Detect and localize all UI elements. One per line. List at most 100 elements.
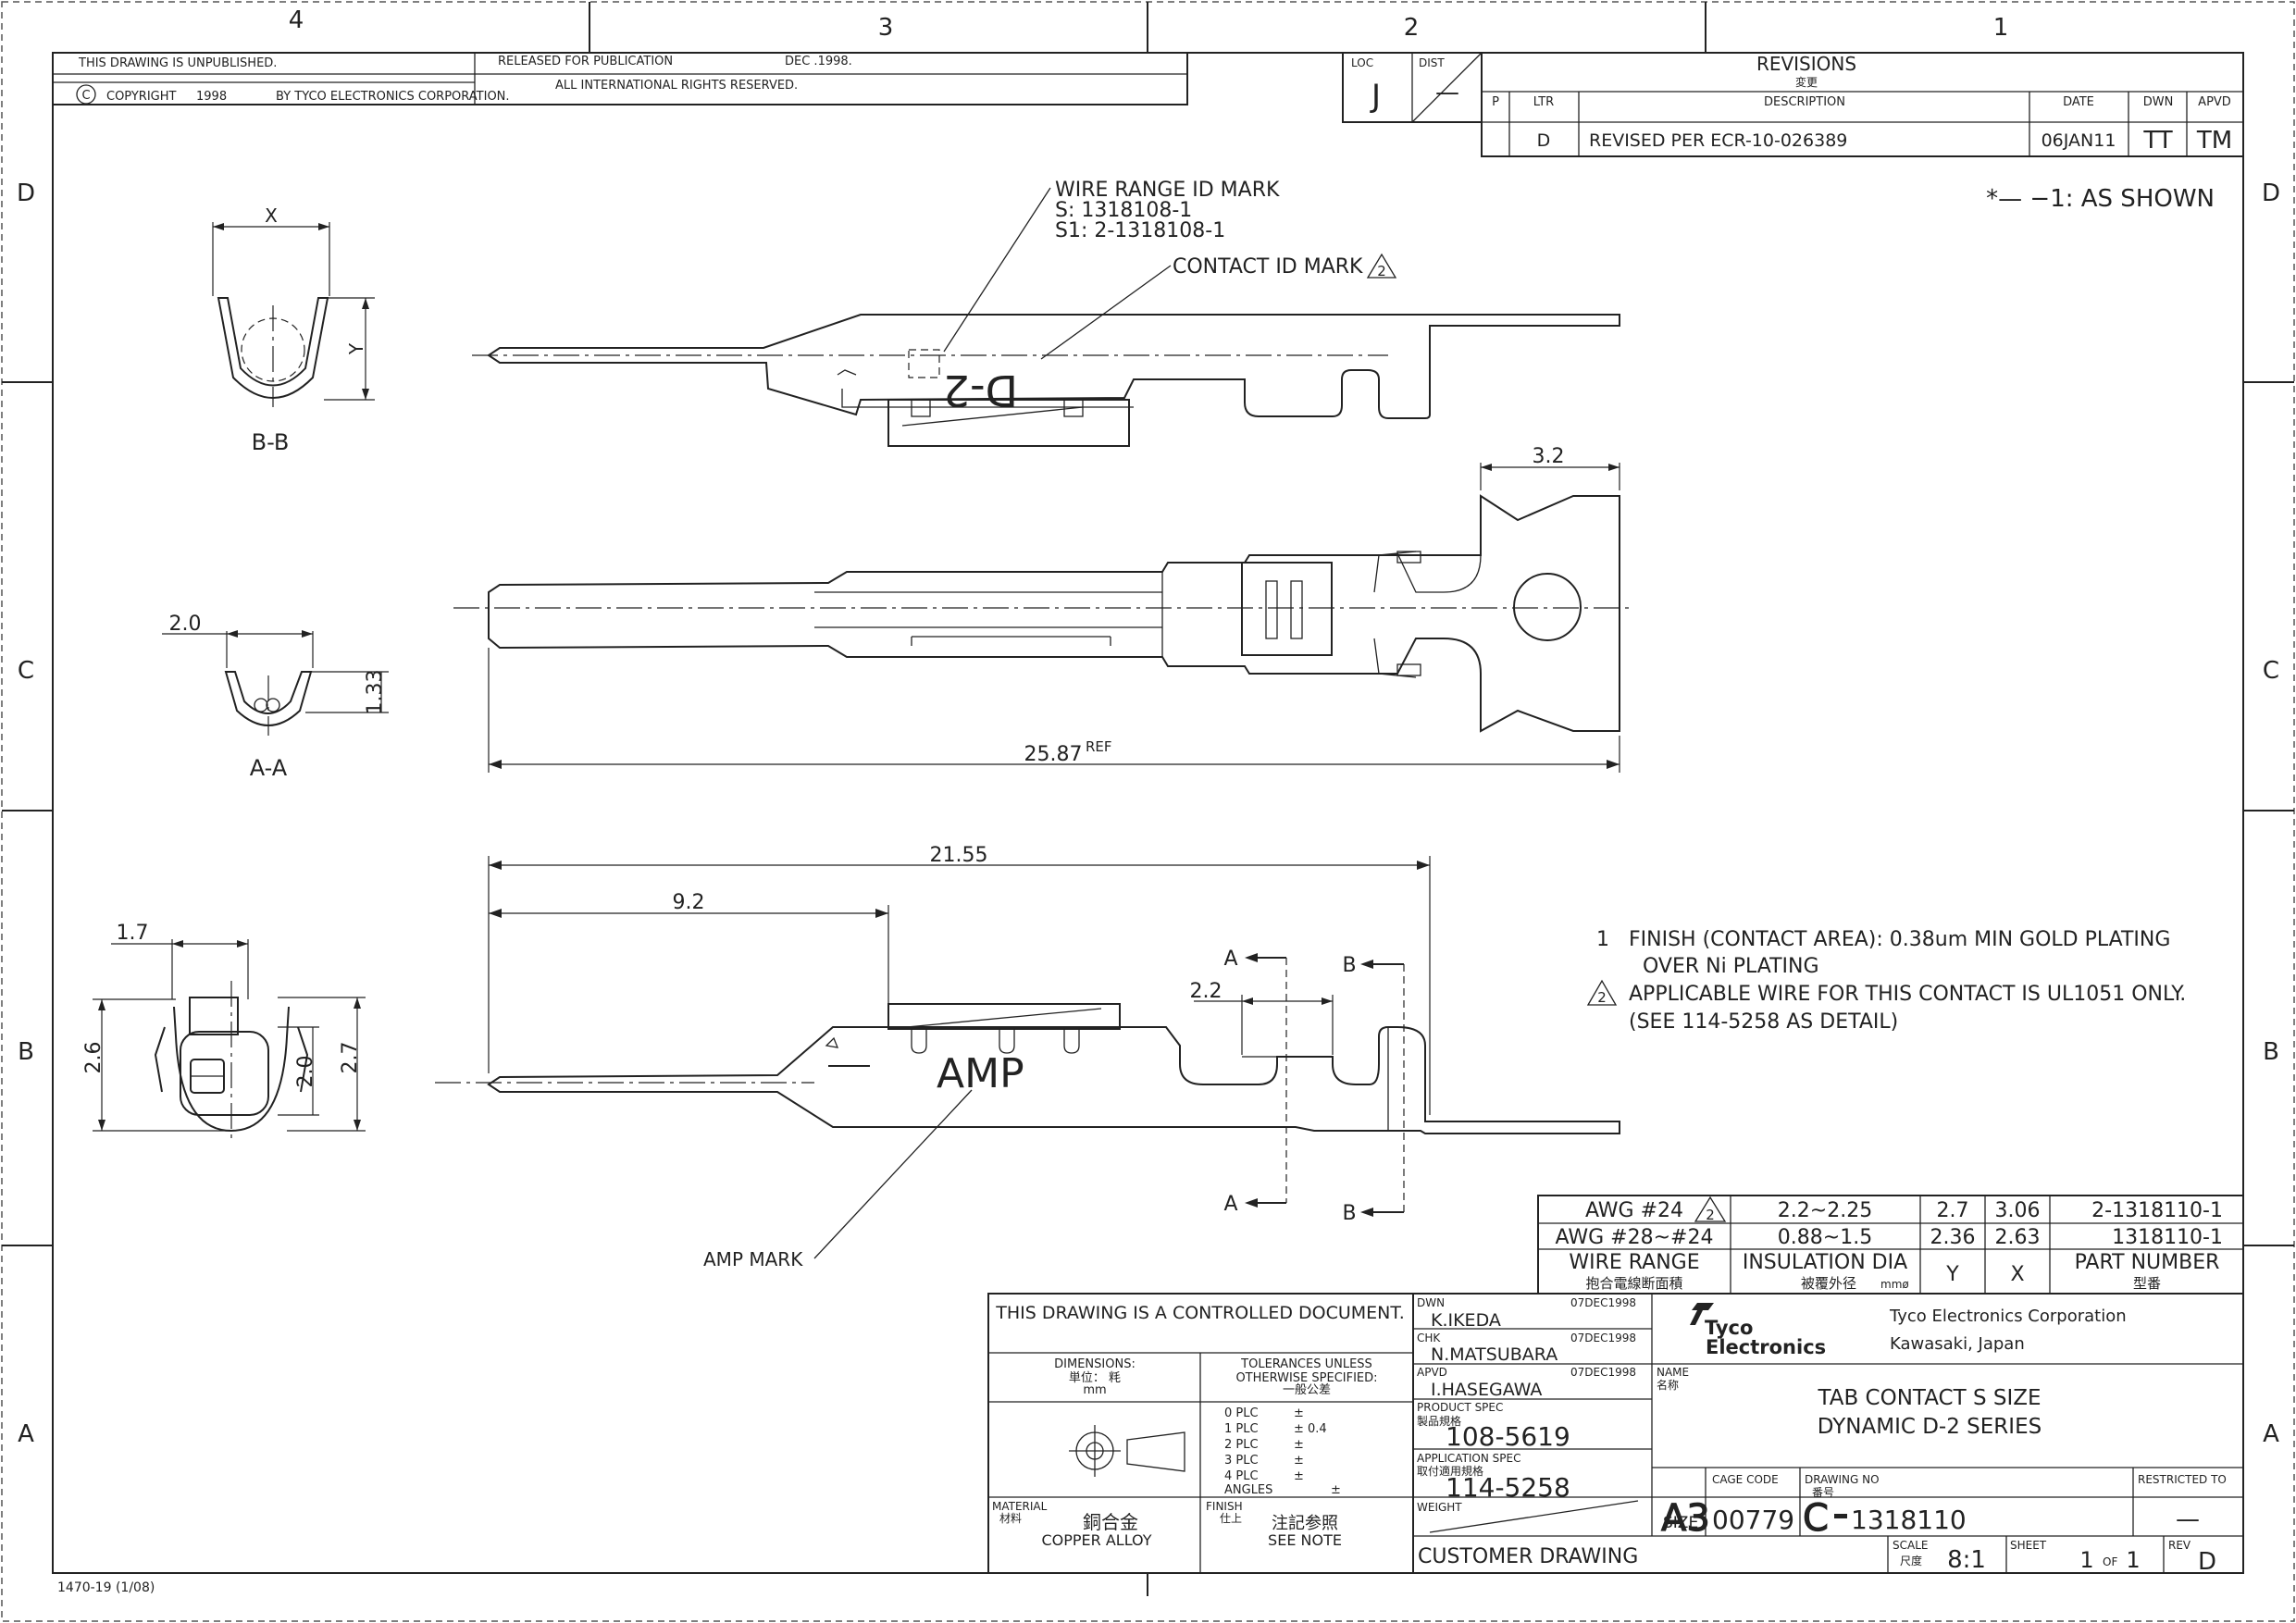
wire-row1-pn: 2-1318110-1 [2091, 1199, 2223, 1222]
revision-block: LOC J DIST — REVISIONS 変更 P LTR DESCRIPT… [1342, 52, 2244, 157]
note-2-flag: 2 [1597, 989, 1607, 1006]
tol-val-3: ± [1294, 1454, 1304, 1468]
of-label: OF [2103, 1555, 2117, 1568]
sheet-label: SHEET [2010, 1539, 2047, 1552]
dim-21-55: 21.55 [930, 844, 988, 867]
zone-row-a-right: A [2263, 1420, 2279, 1448]
note-2-line-b: (SEE 114-5258 AS DETAIL) [1629, 1010, 1898, 1034]
material-jp: 銅合金 [1083, 1511, 1138, 1533]
bottom-side-view: AMP AMP MARK A A B B 21.55 9.2 2.2 [435, 844, 1620, 1270]
tyco-logo-icon: Tyco Electronics [1690, 1303, 1826, 1358]
material-label-jp: 材料 [999, 1512, 1022, 1525]
dwn-date: 07DEC1998 [1570, 1296, 1636, 1309]
rev-col-dwn: DWN [2143, 95, 2174, 109]
unpublished-text: THIS DRAWING IS UNPUBLISHED. [78, 56, 277, 70]
wire-row1-x: 3.06 [1995, 1199, 2041, 1222]
size-value: A3 [1661, 1497, 1710, 1540]
section-bb-label: B-B [252, 429, 290, 455]
tol-angles-val: ± [1331, 1483, 1341, 1497]
rev-col-date: DATE [2063, 95, 2094, 109]
wire-head-pn-jp: 型番 [2133, 1275, 2161, 1292]
tol-plc-4: 4 PLC [1224, 1469, 1259, 1483]
copyright-by: BY TYCO ELECTRONICS CORPORATION. [276, 90, 510, 104]
rev-row-apvd: TM [2196, 127, 2232, 155]
note-2-line-a: APPLICABLE WIRE FOR THIS CONTACT IS UL10… [1629, 983, 2186, 1006]
scale-label: SCALE [1893, 1539, 1928, 1552]
wire-row2-pn: 1318110-1 [2112, 1226, 2223, 1249]
projection-symbol-icon [1069, 1425, 1185, 1477]
tyco-logo-line1: Tyco [1705, 1317, 1753, 1339]
note-1-line-a: FINISH (CONTACT AREA): 0.38um MIN GOLD P… [1629, 928, 2170, 951]
tol-plc-1: 1 PLC [1224, 1422, 1259, 1436]
wire-row1-y: 2.7 [1937, 1199, 1969, 1222]
tolerances-jp: 一般公差 [1283, 1382, 1331, 1397]
finish-label-jp: 仕上 [1220, 1512, 1242, 1525]
rev-value: D [2198, 1548, 2216, 1576]
restricted-value: — [2176, 1505, 2200, 1533]
zone-row-d-left: D [17, 180, 35, 207]
drawing-no-jp: 番号 [1812, 1486, 1834, 1499]
dimensions-unit: mm [1083, 1383, 1106, 1397]
dim-2-0: 2.0 [294, 1056, 317, 1088]
notes-block: 1 FINISH (CONTACT AREA): 0.38um MIN GOLD… [1586, 928, 2186, 1034]
cut-b-bottom: B [1342, 1202, 1356, 1225]
finish-jp: 注記参照 [1272, 1514, 1338, 1533]
sheet-value: 1 [2079, 1547, 2093, 1573]
zone-col-4: 4 [289, 6, 304, 34]
end-view: 1.7 2.6 2.0 2.7 [82, 922, 366, 1143]
revisions-title: REVISIONS [1756, 53, 1856, 75]
name-label: NAME [1657, 1366, 1689, 1379]
tol-val-1: ± 0.4 [1294, 1422, 1327, 1436]
as-shown-note: *— −1: AS SHOWN [1986, 185, 2215, 213]
rev-col-apvd: APVD [2198, 95, 2231, 109]
size-label: SIZE [1663, 1514, 1698, 1532]
form-number: 1470-19 (1/08) [57, 1580, 155, 1595]
wire-range-table: AWG #24 2 2.2~2.25 2.7 3.06 2-1318110-1 … [1537, 1195, 2244, 1295]
wire-row1-ins: 2.2~2.25 [1778, 1199, 1872, 1222]
zone-col-1: 1 [1993, 14, 2009, 42]
application-spec-label: APPLICATION SPEC [1417, 1452, 1520, 1465]
rev-col-ltr: LTR [1533, 95, 1554, 109]
zone-col-3: 3 [878, 14, 894, 42]
chk-date: 07DEC1998 [1570, 1332, 1636, 1344]
middle-top-view: 3.2 25.87 REF [453, 445, 1629, 773]
dim-2-7: 2.7 [339, 1042, 362, 1074]
finish-value: SEE NOTE [1268, 1531, 1342, 1549]
released-text: RELEASED FOR PUBLICATION [498, 55, 673, 68]
scale-value: 8:1 [1947, 1546, 1986, 1574]
cut-b-top: B [1342, 954, 1356, 977]
tyco-logo-line2: Electronics [1706, 1336, 1826, 1358]
dist-label: DIST [1419, 56, 1445, 69]
tol-val-4: ± [1294, 1469, 1304, 1483]
company-city: Kawasaki, Japan [1890, 1334, 2025, 1354]
cut-a-top: A [1223, 948, 1237, 971]
tol-val-2: ± [1294, 1438, 1304, 1452]
dim-y: Y [345, 342, 367, 355]
zone-row-b-left: B [18, 1038, 34, 1066]
header-block: THIS DRAWING IS UNPUBLISHED. RELEASED FO… [52, 52, 1188, 105]
dim-2-6: 2.6 [82, 1042, 105, 1074]
wire-head-range: WIRE RANGE [1569, 1251, 1699, 1274]
wire-head-ins-unit: mmø [1880, 1278, 1909, 1291]
copyright-year: 1998 [196, 90, 227, 104]
wire-row2-ins: 0.88~1.5 [1778, 1226, 1872, 1249]
cage-code-label: CAGE CODE [1712, 1473, 1779, 1486]
wire-range-id-title: WIRE RANGE ID MARK [1055, 179, 1280, 202]
section-bb-view: X Y B-B [212, 204, 375, 455]
d2-id-mark: D-2 [943, 365, 1018, 415]
restricted-label: RESTRICTED TO [2138, 1473, 2227, 1486]
zone-row-a-left: A [18, 1420, 34, 1448]
top-side-view: D-2 WIRE RANGE ID MARK S: 1318108-1 S1: … [472, 179, 1620, 447]
wire-head-ins-jp: 被覆外径 [1801, 1275, 1856, 1292]
customer-drawing: CUSTOMER DRAWING [1418, 1545, 1638, 1568]
contact-id-flag: 2 [1377, 263, 1386, 279]
cage-code-value: 00779 [1712, 1505, 1794, 1535]
loc-value: J [1370, 78, 1381, 115]
wire-row2-x: 2.63 [1995, 1226, 2041, 1249]
drawing-no-prefix: C [1803, 1497, 1829, 1540]
product-spec-jp: 製品規格 [1417, 1414, 1461, 1428]
section-aa-label: A-A [250, 755, 288, 781]
cut-a-bottom: A [1223, 1193, 1237, 1216]
